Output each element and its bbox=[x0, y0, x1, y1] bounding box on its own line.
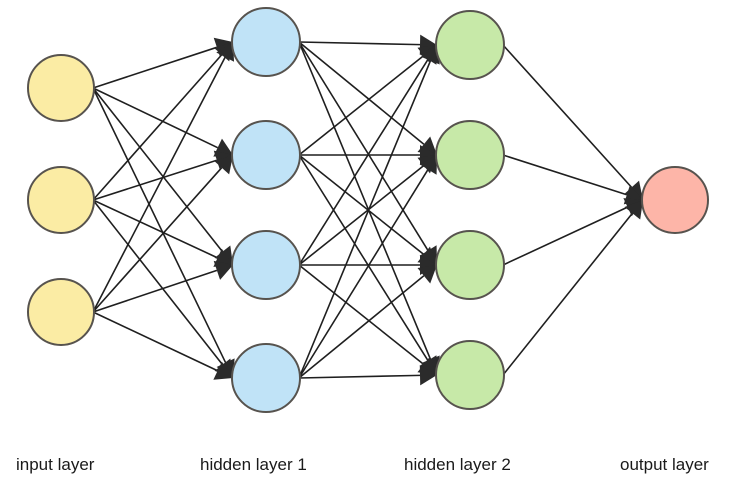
edge-input-to-hidden1 bbox=[92, 46, 218, 89]
arrowhead-icon bbox=[419, 155, 437, 175]
layer-label-input: input layer bbox=[16, 455, 95, 474]
arrowhead-icon bbox=[417, 265, 437, 284]
layer-label-output: output layer bbox=[620, 455, 709, 474]
node-hidden2-2[interactable] bbox=[435, 120, 505, 190]
edge-input-to-hidden1 bbox=[92, 199, 224, 366]
edge-hidden2-to-output bbox=[502, 44, 633, 188]
node-input-1[interactable] bbox=[27, 54, 95, 122]
node-hidden2-1[interactable] bbox=[435, 10, 505, 80]
node-hidden1-2[interactable] bbox=[231, 120, 301, 190]
edge-hidden1-to-hidden2 bbox=[298, 164, 425, 266]
edge-hidden1-to-hidden2 bbox=[298, 154, 429, 362]
arrowhead-icon bbox=[216, 42, 235, 62]
edge-hidden1-to-hidden2 bbox=[298, 60, 432, 379]
edge-hidden1-to-hidden2 bbox=[298, 58, 429, 266]
node-hidden2-4[interactable] bbox=[435, 340, 505, 410]
arrowheads-group bbox=[213, 34, 643, 386]
edge-input-to-hidden1 bbox=[92, 87, 227, 364]
edge-input-to-hidden1 bbox=[92, 54, 223, 201]
edges-group bbox=[92, 41, 634, 379]
edge-hidden1-to-hidden2 bbox=[298, 41, 425, 145]
edge-hidden1-to-hidden2 bbox=[298, 374, 421, 379]
arrowhead-icon bbox=[624, 200, 643, 220]
edge-hidden1-to-hidden2 bbox=[298, 169, 429, 379]
edge-hidden1-to-hidden2 bbox=[298, 41, 432, 360]
layer-label-hidden2: hidden layer 2 bbox=[404, 455, 511, 474]
node-hidden2-3[interactable] bbox=[435, 230, 505, 300]
edge-hidden1-to-hidden2 bbox=[298, 154, 425, 256]
edge-input-to-hidden1 bbox=[92, 311, 218, 372]
arrowhead-icon bbox=[421, 45, 440, 65]
edge-input-to-hidden1 bbox=[92, 87, 224, 253]
node-hidden1-4[interactable] bbox=[231, 343, 301, 413]
edge-hidden2-to-output bbox=[502, 154, 628, 196]
layer-labels-group: input layer hidden layer 1 hidden layer 2 o… bbox=[16, 455, 709, 474]
arrowhead-icon bbox=[213, 361, 233, 380]
edge-input-to-hidden1 bbox=[92, 199, 218, 259]
node-hidden1-3[interactable] bbox=[231, 230, 301, 300]
layer-label-hidden1: hidden layer 1 bbox=[200, 455, 307, 474]
arrowhead-icon bbox=[213, 260, 233, 280]
edge-hidden2-to-output bbox=[502, 206, 628, 266]
edge-input-to-hidden1 bbox=[92, 159, 218, 201]
node-input-2[interactable] bbox=[27, 166, 95, 234]
node-hidden1-1[interactable] bbox=[231, 7, 301, 77]
edge-hidden1-to-hidden2 bbox=[298, 41, 421, 46]
edge-input-to-hidden1 bbox=[92, 87, 219, 149]
edge-hidden1-to-hidden2 bbox=[298, 275, 425, 379]
arrowhead-icon bbox=[214, 155, 233, 175]
arrowhead-icon bbox=[419, 365, 437, 386]
edge-hidden2-to-output bbox=[502, 212, 634, 376]
node-output-1[interactable] bbox=[641, 166, 709, 234]
edge-hidden1-to-hidden2 bbox=[298, 54, 425, 156]
edge-hidden1-to-hidden2 bbox=[298, 41, 429, 251]
edge-input-to-hidden1 bbox=[92, 56, 226, 313]
nodes-group bbox=[27, 7, 709, 413]
edge-input-to-hidden1 bbox=[92, 167, 223, 313]
edge-input-to-hidden1 bbox=[92, 269, 218, 313]
node-input-3[interactable] bbox=[27, 278, 95, 346]
edge-hidden1-to-hidden2 bbox=[298, 264, 425, 366]
